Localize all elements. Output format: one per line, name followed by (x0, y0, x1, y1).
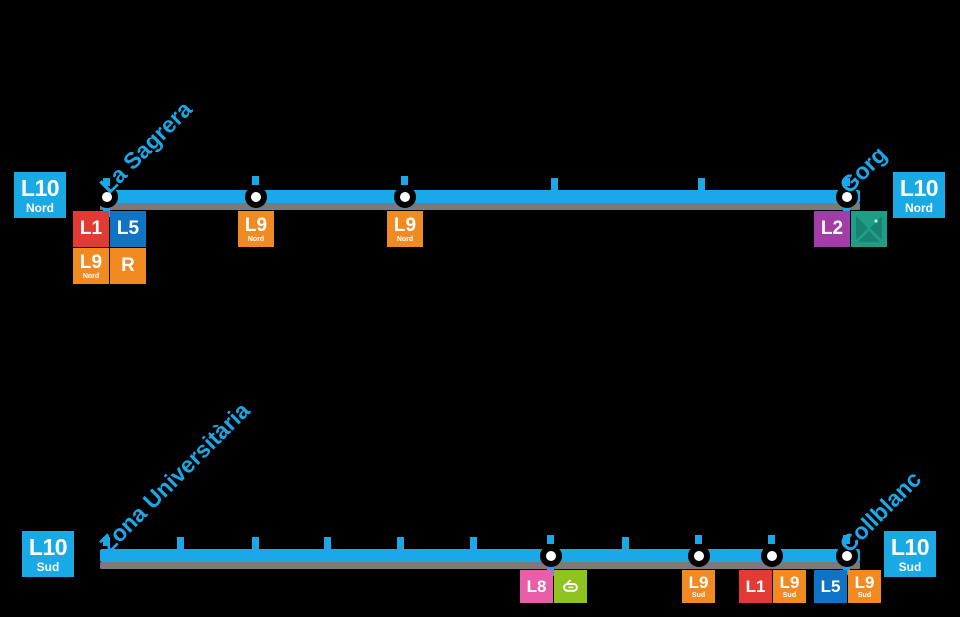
interchange-badges-station-2: L9 Nord (238, 211, 274, 247)
route-shadow-sud (100, 562, 860, 569)
line-badge-l9-sud[interactable]: L9 Sud (848, 570, 881, 603)
station-nub (547, 535, 554, 544)
terminus-badge-sud-right[interactable]: L10 Sud (884, 531, 936, 577)
station-tick[interactable] (177, 537, 184, 550)
terminus-suffix-label: Nord (905, 200, 933, 215)
station-tick[interactable] (622, 537, 629, 550)
station-marker-la-sagrera[interactable] (96, 186, 118, 208)
line-badge-l9-sud[interactable]: L9 Sud (682, 570, 715, 603)
station-tick[interactable] (324, 537, 331, 550)
station-nub (843, 178, 850, 187)
line-badge-l9-nord[interactable]: L9 Nord (238, 211, 274, 247)
interchange-badges-gorg: L2 (814, 211, 887, 247)
route-shadow-nord (100, 203, 860, 210)
station-marker-interchange[interactable] (394, 186, 416, 208)
line-badge-l9-sud[interactable]: L9 Sud (773, 570, 806, 603)
interchange-badges-l8: L8 (520, 570, 587, 603)
station-tick[interactable] (698, 178, 705, 191)
station-marker-interchange[interactable] (761, 545, 783, 567)
route-line-sud (100, 549, 860, 562)
interchange-badges-station-3: L9 Nord (387, 211, 423, 247)
line-badge-l9-nord[interactable]: L9 Nord (73, 248, 109, 284)
station-tick[interactable] (252, 537, 259, 550)
route-line-nord (100, 190, 860, 203)
terminus-line-label: L10 (28, 533, 68, 560)
station-marker-interchange[interactable] (688, 545, 710, 567)
station-marker-gorg[interactable] (836, 186, 858, 208)
line-badge-l9-nord[interactable]: L9 Nord (387, 211, 423, 247)
line-badge-l1[interactable]: L1 (739, 570, 772, 603)
terminus-line-label: L10 (899, 174, 939, 201)
interchange-badges-l1-l9: L1 L9 Sud (739, 570, 806, 603)
tram-icon[interactable] (851, 211, 887, 247)
station-marker-collblanc[interactable] (836, 545, 858, 567)
station-nub (103, 537, 110, 546)
interchange-badges-l5-l9: L5 L9 Sud (814, 570, 881, 603)
terminus-line-label: L10 (890, 533, 930, 560)
station-marker-interchange[interactable] (245, 186, 267, 208)
station-nub (695, 535, 702, 544)
line-badge-l5[interactable]: L5 (110, 211, 146, 247)
terminus-line-label: L10 (20, 174, 60, 201)
station-tick[interactable] (397, 537, 404, 550)
station-marker-interchange[interactable] (540, 545, 562, 567)
terminus-suffix-label: Nord (26, 200, 54, 215)
station-nub (401, 176, 408, 185)
station-name-la-sagrera: La Sagrera (94, 95, 197, 199)
line-badge-l8[interactable]: L8 (520, 570, 553, 603)
terminus-suffix-label: Sud (36, 559, 60, 574)
terminus-badge-nord-left[interactable]: L10 Nord (14, 172, 66, 218)
station-nub (768, 535, 775, 544)
funicular-icon[interactable] (554, 570, 587, 603)
line-badge-l1[interactable]: L1 (73, 211, 109, 247)
terminus-badge-sud-left[interactable]: L10 Sud (22, 531, 74, 577)
station-nub (252, 176, 259, 185)
terminus-badge-nord-right[interactable]: L10 Nord (893, 172, 945, 218)
station-tick[interactable] (551, 178, 558, 191)
line-badge-r[interactable]: R (110, 248, 146, 284)
terminus-suffix-label: Sud (898, 559, 922, 574)
interchange-badges-l9-sud: L9 Sud (682, 570, 715, 603)
line-badge-l5[interactable]: L5 (814, 570, 847, 603)
station-tick[interactable] (470, 537, 477, 550)
station-nub (103, 178, 110, 187)
station-nub (843, 535, 850, 544)
line-badge-l2[interactable]: L2 (814, 211, 850, 247)
interchange-badges-la-sagrera: L1 L5 L9 Nord R (73, 211, 146, 284)
station-name-zona-universitaria: Zona Universitària (94, 397, 255, 558)
